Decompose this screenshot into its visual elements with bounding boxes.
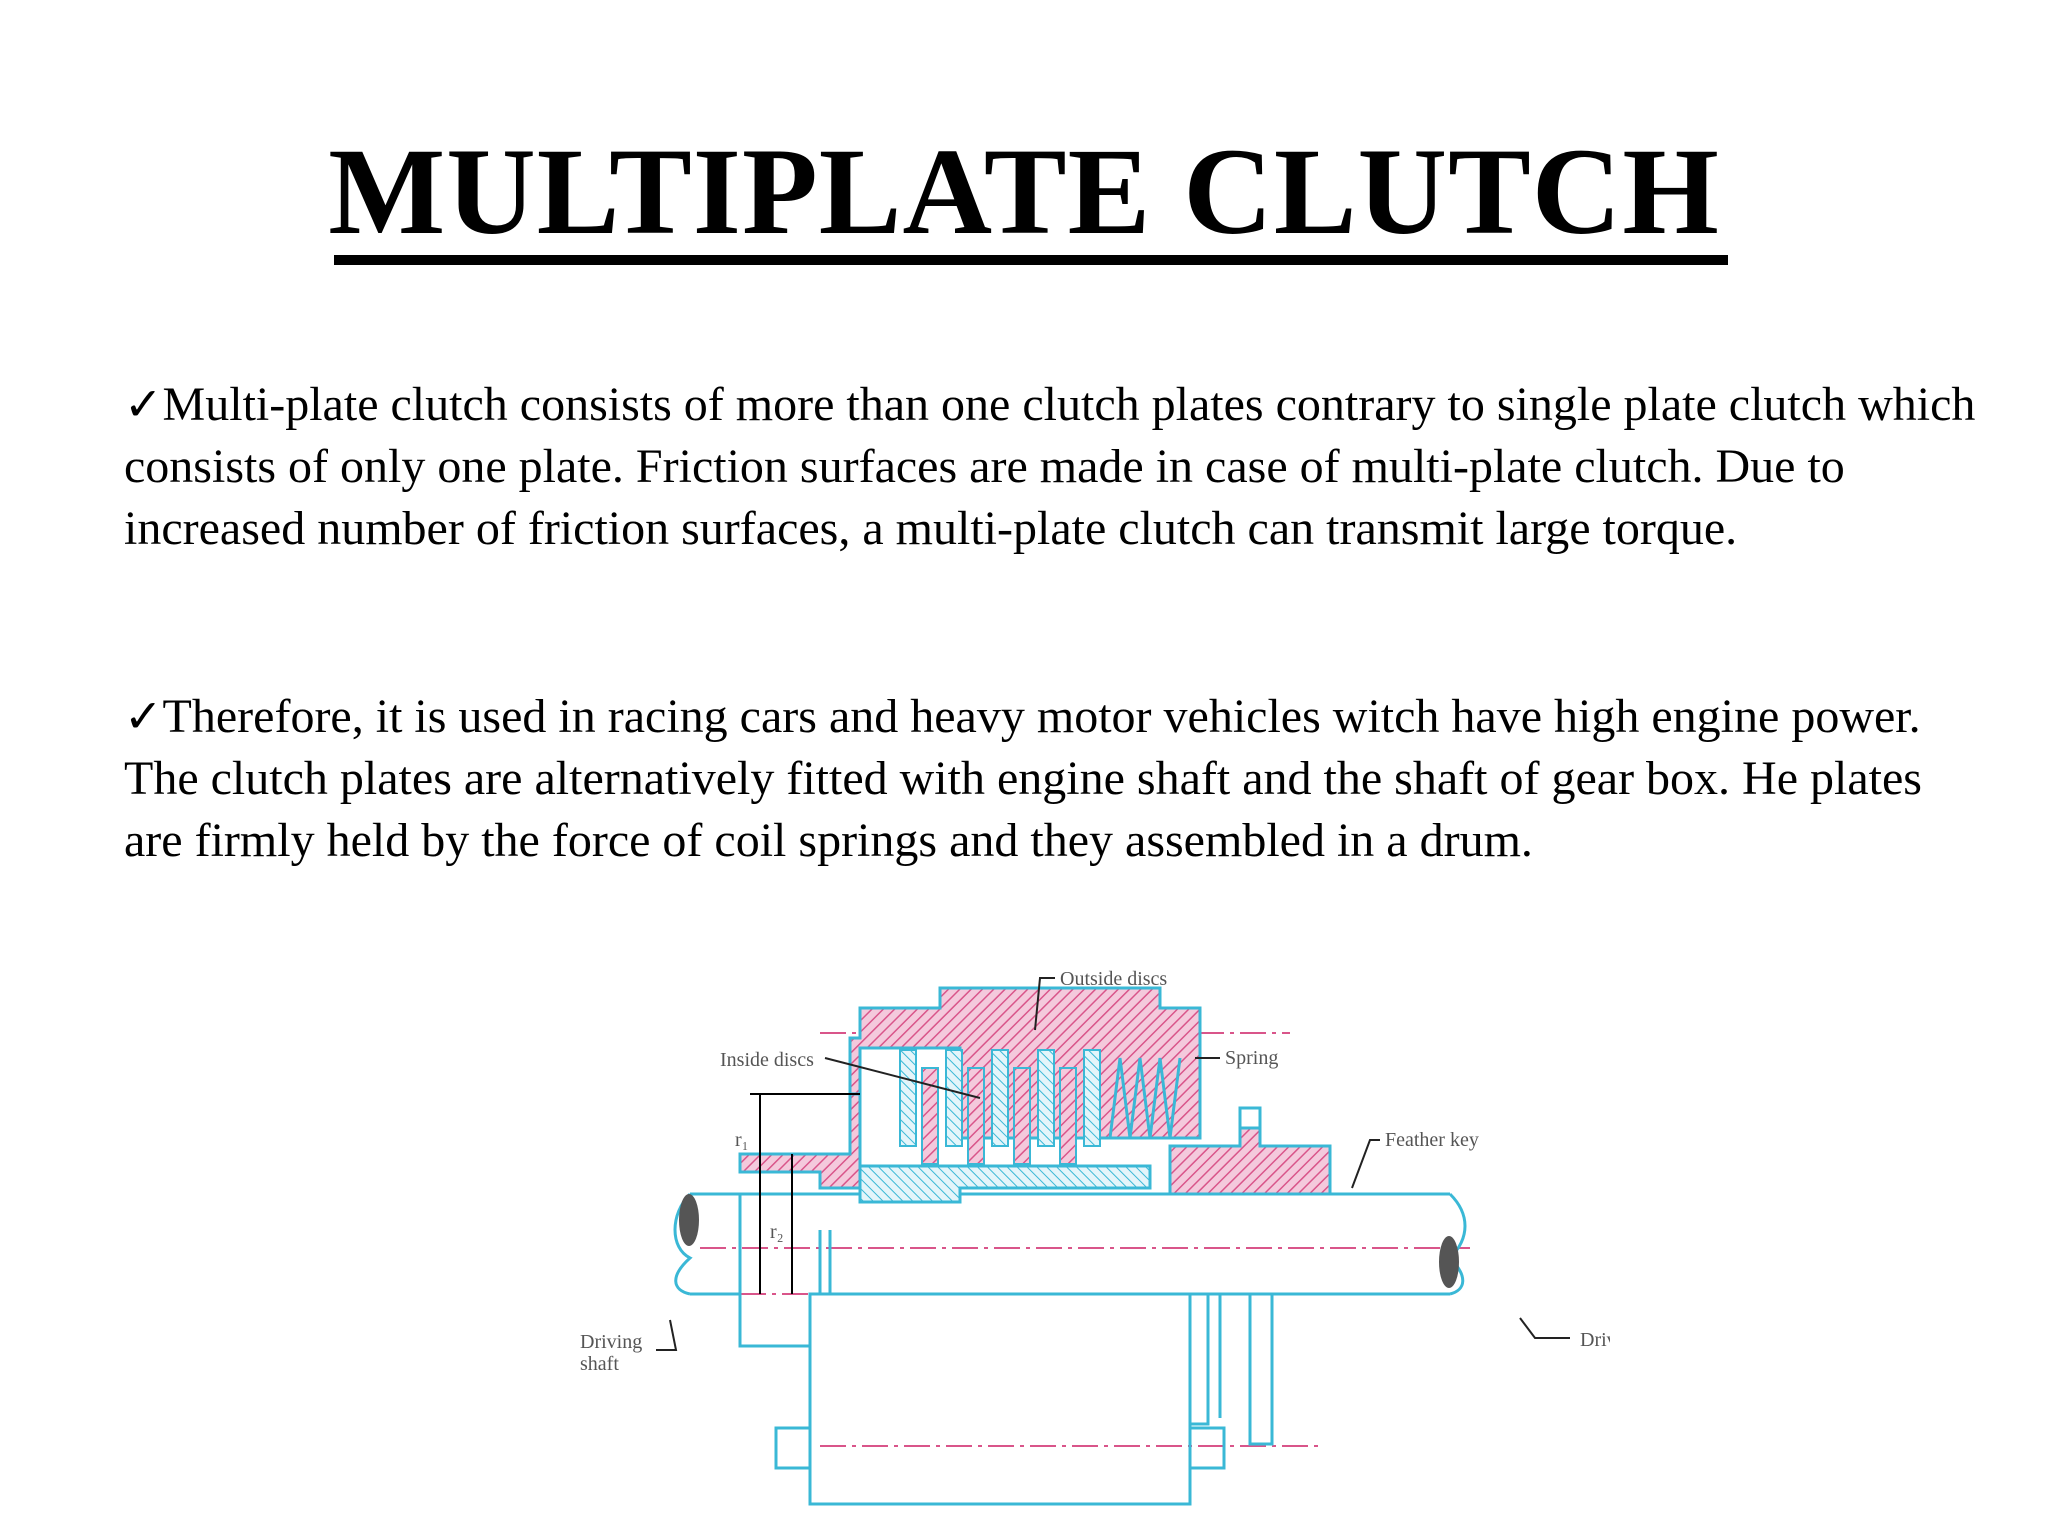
label-inside-discs: Inside discs	[720, 1049, 814, 1071]
paragraph-2: ✓Therefore, it is used in racing cars an…	[124, 686, 1984, 872]
label-r2: r₂	[770, 1221, 784, 1243]
title-underline	[334, 255, 1728, 265]
label-outside-discs: Outside discs	[1060, 968, 1167, 990]
dimension-arrows	[750, 1093, 860, 1294]
multiplate-clutch-diagram: Outside discs Inside discs Spring Feathe…	[580, 968, 1610, 1506]
feather-key-block	[1168, 1126, 1332, 1196]
label-driven-shaft: Driven shaft	[1580, 1329, 1610, 1351]
inner-hub	[858, 1164, 1152, 1204]
page-title: MULTIPLATE CLUTCH	[328, 123, 1720, 260]
label-r1: r₁	[735, 1129, 749, 1151]
outer-drum	[848, 986, 1202, 1140]
checkmark-icon: ✓	[124, 379, 163, 430]
driving-shaft	[673, 1192, 940, 1348]
lower-drum	[774, 1230, 1274, 1506]
driven-shaft	[940, 1192, 1467, 1296]
checkmark-icon: ✓	[124, 691, 163, 742]
leader-lines	[656, 977, 1570, 1351]
clutch-discs	[899, 1049, 1101, 1165]
springs	[1108, 1057, 1182, 1139]
label-driving-shaft-line-2: shaft	[580, 1353, 619, 1375]
driven-shaft-end	[1439, 1236, 1459, 1288]
driving-shaft-end	[679, 1194, 699, 1246]
label-feather-key: Feather key	[1385, 1129, 1479, 1151]
paragraph-1: ✓Multi-plate clutch consists of more tha…	[124, 374, 1984, 560]
label-spring: Spring	[1225, 1047, 1278, 1069]
paragraph-1-text: Multi-plate clutch consists of more than…	[124, 378, 1976, 555]
paragraph-2-text: Therefore, it is used in racing cars and…	[124, 690, 1922, 867]
driving-hub	[738, 1092, 862, 1190]
label-driving-shaft-line-1: Driving	[580, 1331, 642, 1353]
